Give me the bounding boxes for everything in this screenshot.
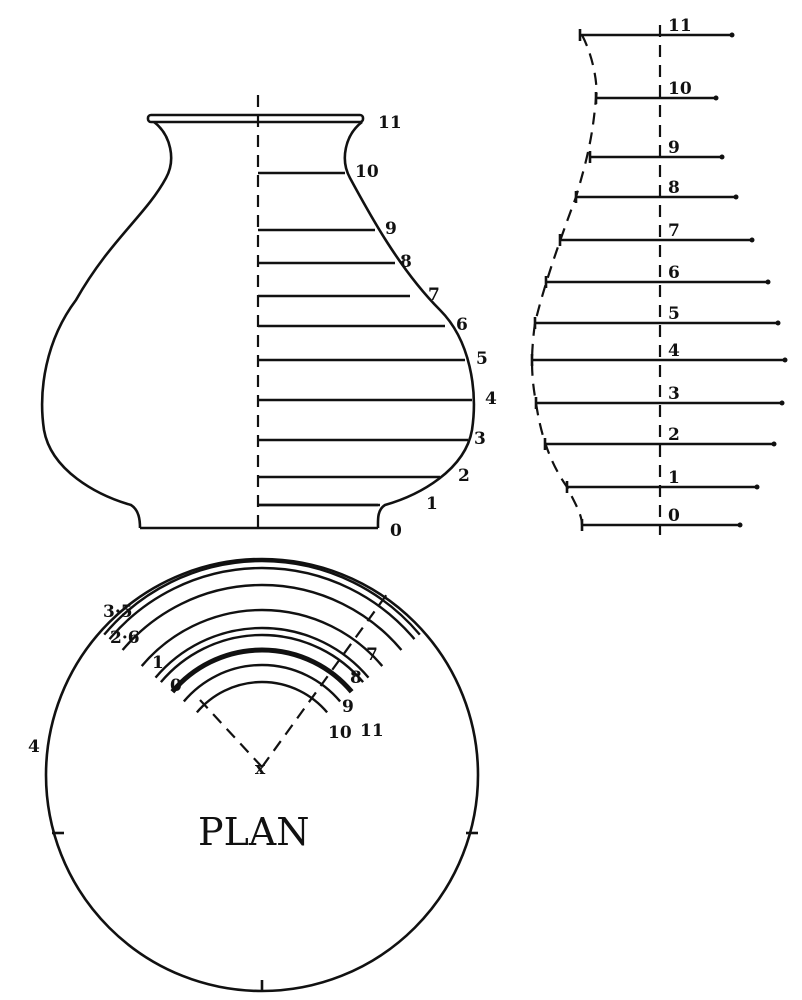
vase-rim [146, 113, 365, 124]
elevation-section-lines [258, 171, 472, 507]
profile-curve [530, 34, 598, 526]
elevation-label: 1 [426, 494, 438, 514]
plan-label-2-6: 2·6 [110, 628, 140, 648]
elevation-label: 8 [400, 252, 412, 272]
elevation-label: 6 [456, 315, 468, 335]
plan-label-11: 11 [360, 721, 384, 741]
plan-label-7: 7 [366, 645, 378, 665]
vase-outline-right [343, 120, 476, 529]
plan-arc [121, 583, 403, 651]
profile-label: 2 [668, 425, 680, 445]
plan-label-4: 4 [28, 737, 40, 757]
plan-arc [140, 608, 384, 667]
profile-label: 11 [668, 16, 692, 36]
plan-label-1: 1 [152, 653, 164, 673]
plan-arcs [103, 559, 421, 714]
elevation-label: 0 [390, 521, 402, 541]
plan-arc [103, 559, 421, 636]
plan-center-mark: x [255, 759, 266, 779]
plan-label-9: 9 [342, 697, 354, 717]
elevation-label: 11 [378, 113, 402, 133]
plan-arc [108, 566, 416, 640]
profile-measure-lines [530, 29, 788, 531]
elevation-label: 5 [476, 349, 488, 369]
profile-label: 3 [668, 384, 680, 404]
plan-label-3-5: 3·5 [103, 602, 133, 622]
plan-label-0: 0 [170, 676, 182, 696]
profile-label: 6 [668, 263, 680, 283]
vase-profile: 0 1 2 3 4 5 6 7 8 9 10 11 [530, 16, 788, 535]
profile-label: 1 [668, 468, 680, 488]
profile-label: 7 [668, 221, 680, 241]
elevation-label: 10 [355, 162, 379, 182]
plan-label-10: 10 [328, 723, 352, 743]
plan-arc [195, 680, 329, 714]
vase-plan: x PLAN 3·5 2·6 1 0 7 8 9 10 11 4 [28, 557, 480, 993]
elevation-label: 9 [385, 219, 397, 239]
elevation-label: 7 [428, 285, 440, 305]
plan-label-8: 8 [350, 668, 362, 688]
elevation-label: 3 [474, 429, 486, 449]
profile-label: 10 [668, 79, 692, 99]
plan-arc [154, 626, 370, 679]
elevation-label: 4 [485, 389, 497, 409]
plan-arc [182, 663, 342, 703]
profile-label: 4 [668, 341, 680, 361]
plan-title: PLAN [198, 810, 310, 854]
profile-label: 5 [668, 304, 680, 324]
plan-arc [159, 633, 365, 683]
profile-label: 0 [668, 506, 680, 526]
profile-label: 9 [668, 138, 680, 158]
elevation-label: 2 [458, 466, 470, 486]
profile-label: 8 [668, 178, 680, 198]
plan-radius-left [199, 699, 263, 768]
vase-outline-left [40, 120, 173, 529]
profile-labels: 0 1 2 3 4 5 6 7 8 9 10 11 [668, 16, 692, 526]
plan-arc [170, 647, 354, 694]
